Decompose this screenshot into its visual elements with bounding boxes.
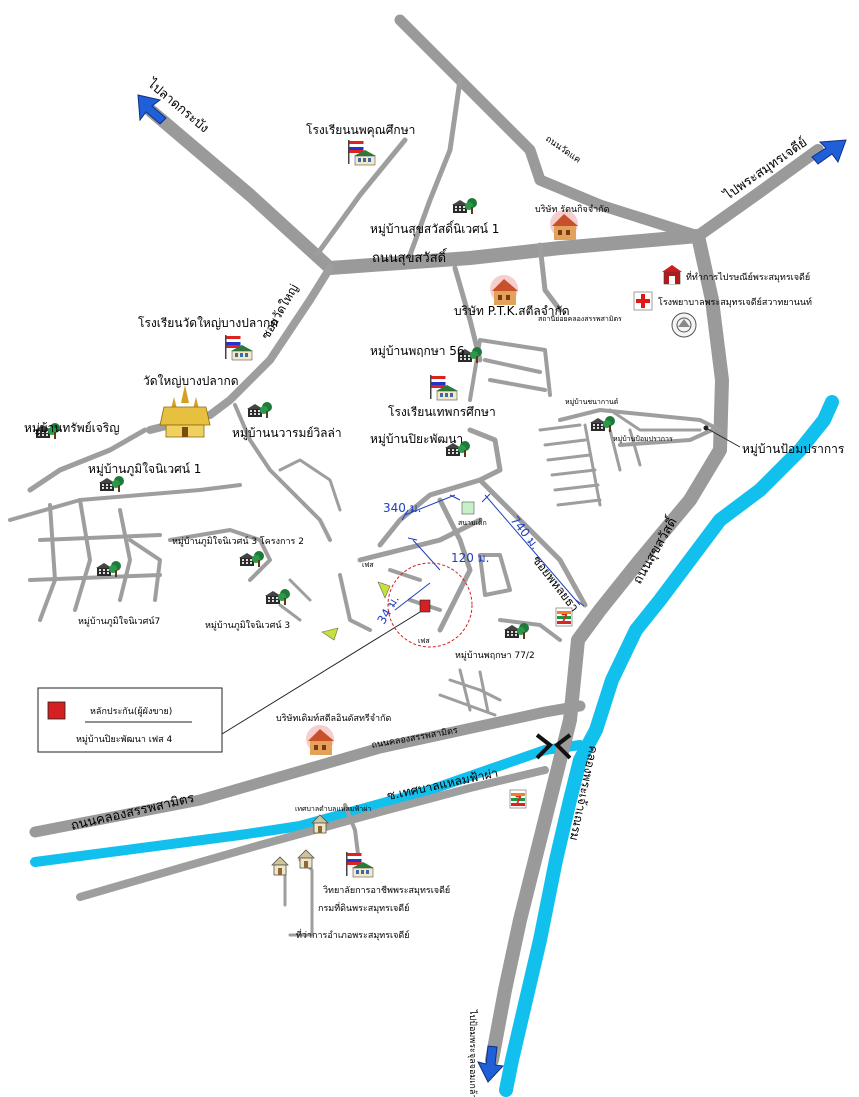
distance-340: 340 ม. — [383, 501, 421, 515]
direction-arrow-icon — [477, 1045, 505, 1083]
village-tree-icon — [504, 623, 529, 639]
label-school-noppakun: โรงเรียนนพคุณศึกษา — [306, 123, 415, 138]
label-school-wat-yai: โรงเรียนวัดใหญ่บางปลากด — [138, 316, 278, 330]
arrow-to-phra-samut-chedi[interactable] — [811, 139, 847, 165]
school-flag-icon — [347, 139, 377, 166]
arrow-to-pom-phra-chul[interactable] — [477, 1045, 505, 1083]
label-company-rattana: บริษัท รัตนกิจจำกัด — [535, 204, 610, 215]
arrow-to-lat-krabang[interactable] — [137, 94, 167, 125]
bridge-icon — [535, 733, 572, 760]
house-icon — [297, 849, 315, 869]
house-icon — [271, 856, 289, 876]
label-road-sukhsawat-top: ถนนสุขสวัสดิ์ — [372, 248, 448, 266]
label-land-office: กรมที่ดินพระสมุทรเจดีย์ — [318, 901, 409, 914]
label-company-ptk: บริษัท P.T.K.สตีลจำกัด — [454, 304, 570, 318]
factory-icon — [306, 725, 334, 755]
school-flag-icon — [224, 334, 254, 361]
label-post-office: ที่ทำการไปรษณีย์พระสมุทรเจดีย์ — [686, 270, 810, 283]
label-moo-pom-prakan: หมู่บ้านป้อมปราการ — [742, 442, 845, 457]
label-moo-piyaphatthana: หมู่บ้านปิยะพัฒนา — [370, 432, 463, 447]
village-tree-icon — [265, 589, 290, 605]
station-seal-icon — [671, 312, 697, 338]
school-flag-icon — [345, 851, 375, 878]
label-moo-pruksa-56: หมู่บ้านพฤกษา 56 — [370, 344, 465, 359]
label-school-thep: โรงเรียนเทพกรศึกษา — [388, 405, 496, 419]
label-station-khlong: สถานีย่อยคลองสรรพสามิตร — [538, 315, 622, 323]
label-college: วิทยาลัยการอาชีพพระสมุทรเจดีย์ — [323, 884, 450, 896]
label-wat-yai: วัดใหญ่บางปลากด — [143, 374, 239, 388]
temple-icon — [159, 385, 211, 438]
label-thesaban-laem-fapha: เทศบาลตำบลแหลมฟ้าผ่า — [295, 805, 371, 813]
red-cross-icon — [633, 291, 653, 311]
label-road-khlong-sappasamit: ถนนคลองสรรพสามิตร — [70, 791, 196, 834]
label-phase-1: เฟส — [362, 561, 374, 569]
canal-laem-fapha — [30, 740, 585, 867]
legend-site-swatch — [47, 701, 66, 720]
label-moo-nawarom: หมู่บ้านนวารมย์วิลล่า — [232, 426, 342, 441]
seven-eleven-icon — [509, 789, 527, 809]
label-soi-wat-yai: ซอยวัดใหญ่ — [258, 282, 301, 342]
river-main — [499, 395, 839, 1097]
factory-icon — [490, 275, 518, 305]
village-tree-icon — [99, 476, 124, 492]
road-network-secondary — [8, 77, 741, 937]
playground-marker — [461, 501, 475, 515]
village-tree-icon — [452, 198, 477, 214]
distance-34: 34 ม. — [374, 593, 402, 627]
label-moo-pruksa-77-2: หมู่บ้านพฤกษา 77/2 — [455, 650, 535, 661]
label-moo-phumjai-3: หมู่บ้านภูมิใจนิเวศน์ 3 — [205, 619, 290, 631]
label-road-khlong-sappasamit-small: ถนนคลองสรรพสามิตร — [371, 725, 459, 751]
labels-layer: ไปลาดกระบัง ไปพระสมุทรเจดีย์ ไปป้อมพระจุ… — [24, 75, 845, 1097]
legend-title: หลักประกัน(ผู้ผังขาย) — [90, 706, 172, 717]
direction-arrow-icon — [137, 94, 167, 125]
label-road-wat-kae: ถนนวัดแค — [543, 134, 582, 165]
village-tree-icon — [239, 551, 264, 567]
village-tree-icon — [247, 402, 272, 418]
label-moo-phumjai-7: หมู่บ้านภูมิใจนิเวศน์7 — [78, 615, 160, 627]
label-district-office: ที่ว่าการอำเภอพระสมุทรเจดีย์ — [296, 928, 410, 941]
village-tree-icon — [96, 561, 121, 577]
label-sanam: สนามเด็ก — [458, 518, 487, 527]
distance-120: 120 ม. — [451, 551, 489, 565]
label-company-cmd: บริษัทเดิมท์สตีลอินดัสทรีจำกัด — [276, 712, 391, 724]
site-marker[interactable] — [419, 599, 431, 613]
legend-box: หลักประกัน(ผู้ผังขาย) หมู่บ้านปิยะพัฒนา … — [37, 687, 223, 753]
label-moo-phumjai-1: หมู่บ้านภูมิใจนิเวศน์ 1 — [88, 462, 201, 477]
post-office-icon — [662, 265, 682, 285]
distance-740: 740 ม. — [508, 513, 543, 552]
school-flag-icon — [429, 374, 459, 401]
label-moo-chanakan: หมู่บ้านชนากานต์ — [565, 398, 619, 406]
label-moo-pom-prakan-small: หมู่บ้านป้อมปราการ — [613, 435, 673, 443]
label-moo-phumjai-3-project2: หมู่บ้านภูมิใจนิเวศน์ 3 โครงการ 2 — [172, 535, 304, 547]
direction-arrow-icon — [811, 139, 847, 165]
legend-name: หมู่บ้านปิยะพัฒนา เฟส 4 — [76, 734, 173, 745]
label-moo-suksawat: หมู่บ้านสุขสวัสดิ์นิเวศน์ 1 — [370, 220, 499, 237]
label-phase-2: เฟส — [418, 637, 430, 645]
label-to-pom-phra-chul: ไปป้อมพระจุลจอมเกล้า — [467, 1009, 478, 1097]
label-hospital: โรงพยาบาลพระสมุทรเจดีย์สวาทยานนท์ — [658, 296, 812, 308]
label-moo-sap-charoen: หมู่บ้านทรัพย์เจริญ — [24, 421, 119, 436]
